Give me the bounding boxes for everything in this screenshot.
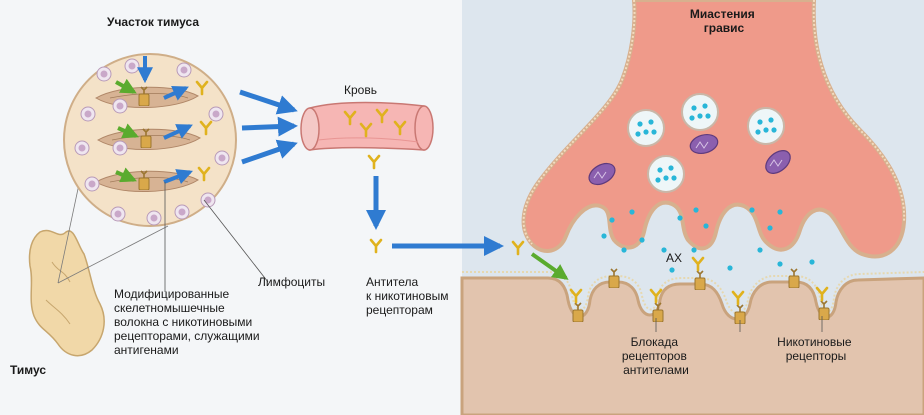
mitochondria bbox=[588, 133, 791, 186]
thymus-organ bbox=[28, 229, 105, 357]
label-modified-fibers: Модифицированные скелетномышечные волокн… bbox=[114, 287, 263, 357]
label-ach: АХ bbox=[666, 251, 682, 265]
label-lymphocytes: Лимфоциты bbox=[258, 275, 325, 289]
label-thymus-section: Участок тимуса bbox=[107, 15, 199, 29]
acetylcholine-molecules bbox=[601, 207, 815, 273]
label-antibodies: Антитела к никотиновым рецепторам bbox=[366, 275, 452, 317]
synaptic-vesicles bbox=[627, 93, 785, 193]
label-blockade: Блокада рецепторов антителами bbox=[622, 335, 690, 377]
nerve-terminal bbox=[521, 0, 907, 259]
label-myasthenia-gravis: Миастения гравис bbox=[690, 7, 758, 35]
blood-vessel bbox=[300, 101, 434, 151]
label-blood: Кровь bbox=[344, 83, 377, 97]
label-thymus: Тимус bbox=[10, 363, 46, 377]
label-nicotinic-receptors: Никотиновые рецепторы bbox=[777, 335, 855, 363]
